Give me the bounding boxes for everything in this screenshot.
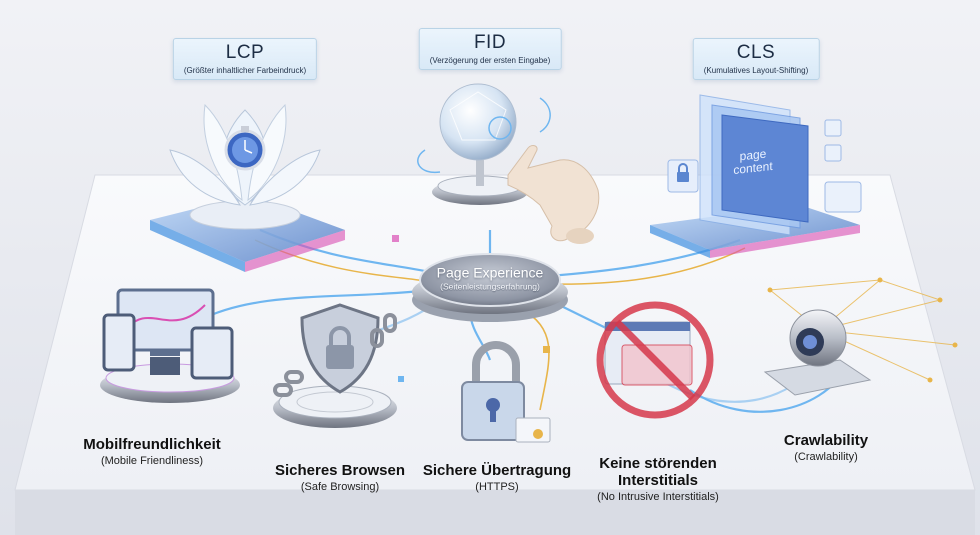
lcp-label: LCP (Größter inhaltlicher Farbeindruck) (172, 38, 318, 80)
lcp-title: LCP (225, 42, 265, 63)
lcp-subtitle: (Größter inhaltlicher Farbeindruck) (183, 66, 307, 75)
mobile-title: Mobilfreundlichkeit (83, 436, 221, 453)
hub-label: Page Experience (Seitenleistungserfahrun… (437, 265, 544, 292)
page-experience-hub (412, 253, 568, 322)
hub-title: Page Experience (436, 264, 544, 281)
hub-subtitle: (Seitenleistungserfahrung) (440, 281, 540, 292)
page-content-text: page content (733, 147, 772, 177)
fid-label: FID (Verzögerung der ersten Eingabe) (418, 28, 562, 70)
crawl-subtitle: (Crawlability) (794, 451, 858, 463)
shield-lock-icon (273, 303, 397, 428)
safe-subtitle: (Safe Browsing) (300, 481, 380, 493)
interstitials-subtitle: (No Intrusive Interstitials) (597, 491, 719, 503)
cls-label: CLS (Kumulatives Layout-Shifting) (692, 38, 820, 80)
mobile-label: Mobilfreundlichkeit (Mobile Friendliness… (83, 436, 221, 467)
padlock-icon (461, 341, 551, 443)
mobile-subtitle: (Mobile Friendliness) (100, 455, 204, 467)
fid-title: FID (473, 32, 507, 53)
https-subtitle: (HTTPS) (475, 481, 519, 493)
https-label: Sichere Übertragung (HTTPS) (423, 462, 571, 493)
interstitials-title-line-2: Interstitials (617, 472, 699, 489)
mobile-devices-icon (100, 288, 240, 403)
cls-layout-layers-icon (650, 94, 862, 258)
lcp-lotus-icon (150, 103, 345, 272)
crawlability-label: Crawlability (Crawlability) (784, 432, 868, 463)
interstitials-title-line-1: Keine störenden (599, 455, 717, 472)
cls-subtitle: (Kumulatives Layout-Shifting) (703, 66, 809, 75)
no-popup-sign-icon (596, 301, 714, 419)
crawl-title: Crawlability (783, 432, 869, 449)
cls-title: CLS (736, 42, 776, 63)
hand-pointer-icon (507, 144, 600, 244)
fid-subtitle: (Verzögerung der ersten Eingabe) (429, 56, 551, 65)
https-title: Sichere Übertragung (422, 462, 572, 479)
crawler-camera-icon (763, 277, 958, 396)
interstitials-label: Keine störenden Interstitials (No Intrus… (597, 455, 719, 503)
safe-browsing-label: Sicheres Browsen (Safe Browsing) (275, 462, 405, 493)
safe-title: Sicheres Browsen (274, 462, 406, 479)
